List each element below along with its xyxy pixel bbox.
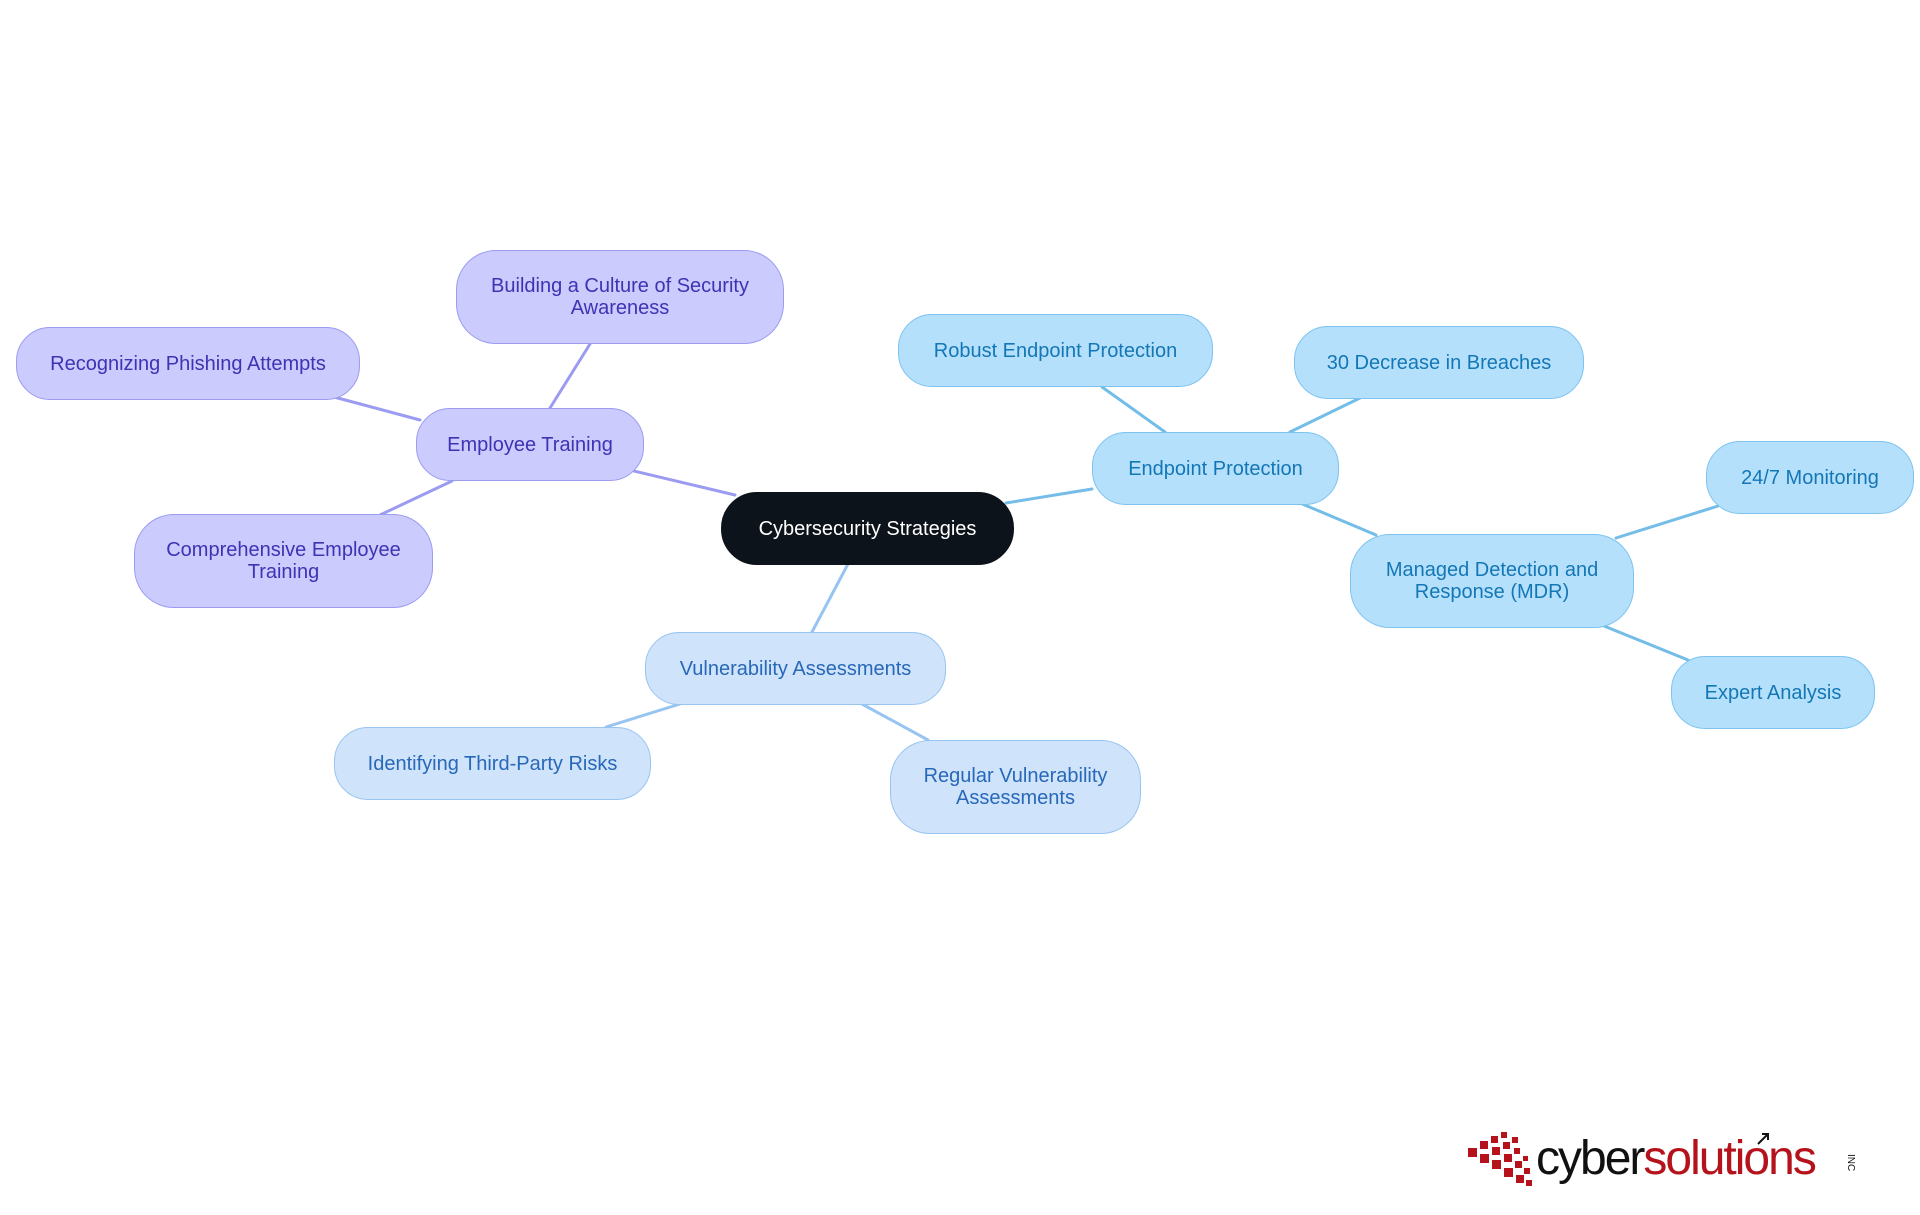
logo-arrow-icon [1757,1133,1769,1145]
logo-cyber-text: cyber [1536,1132,1645,1185]
vulnerability-assessments-node: Vulnerability Assessments [645,632,946,705]
phishing-node: Recognizing Phishing Attempts [16,327,360,400]
svg-text:cybersolutions: cybersolutions [1536,1132,1816,1185]
root-node: Cybersecurity Strategies [721,492,1014,565]
edge-vulnerability-third-party [604,702,682,729]
edge-mdr-analysis [1602,624,1690,662]
edge-endpoint-robust [1100,385,1167,434]
edge-employee-training-phishing [332,395,422,422]
edge-root-vulnerability [810,562,850,634]
mdr-node: Managed Detection and Response (MDR) [1350,534,1634,628]
endpoint-protection-node: Endpoint Protection [1092,432,1339,505]
expert-analysis-node: Expert Analysis [1671,656,1875,729]
robust-endpoint-node: Robust Endpoint Protection [898,314,1213,387]
comprehensive-training-node: Comprehensive Employee Training [134,514,433,608]
edge-employee-training-culture [548,342,592,410]
culture-awareness-node: Building a Culture of Security Awareness [456,250,784,344]
regular-assessments-node: Regular Vulnerability Assessments [890,740,1141,834]
decrease-breaches-node: 30 Decrease in Breaches [1294,326,1584,399]
third-party-risks-node: Identifying Third-Party Risks [334,727,651,800]
edge-endpoint-mdr [1298,501,1378,537]
edge-root-employee-training [632,469,737,497]
edge-employee-training-comprehensive [378,479,454,517]
edge-endpoint-breaches [1288,396,1362,434]
logo-inc-text: INC [1845,1154,1856,1171]
edge-mdr-monitoring [1614,504,1720,540]
logo-pixel-mark-icon [1468,1132,1532,1186]
logo-solutions-text: solutions [1643,1132,1815,1185]
monitoring-node: 24/7 Monitoring [1706,441,1914,514]
edge-root-endpoint [1004,487,1094,505]
edge-vulnerability-regular [860,702,930,742]
cybersolutions-logo: cybersolutions INC [1468,1132,1856,1186]
employee-training-node: Employee Training [416,408,644,481]
